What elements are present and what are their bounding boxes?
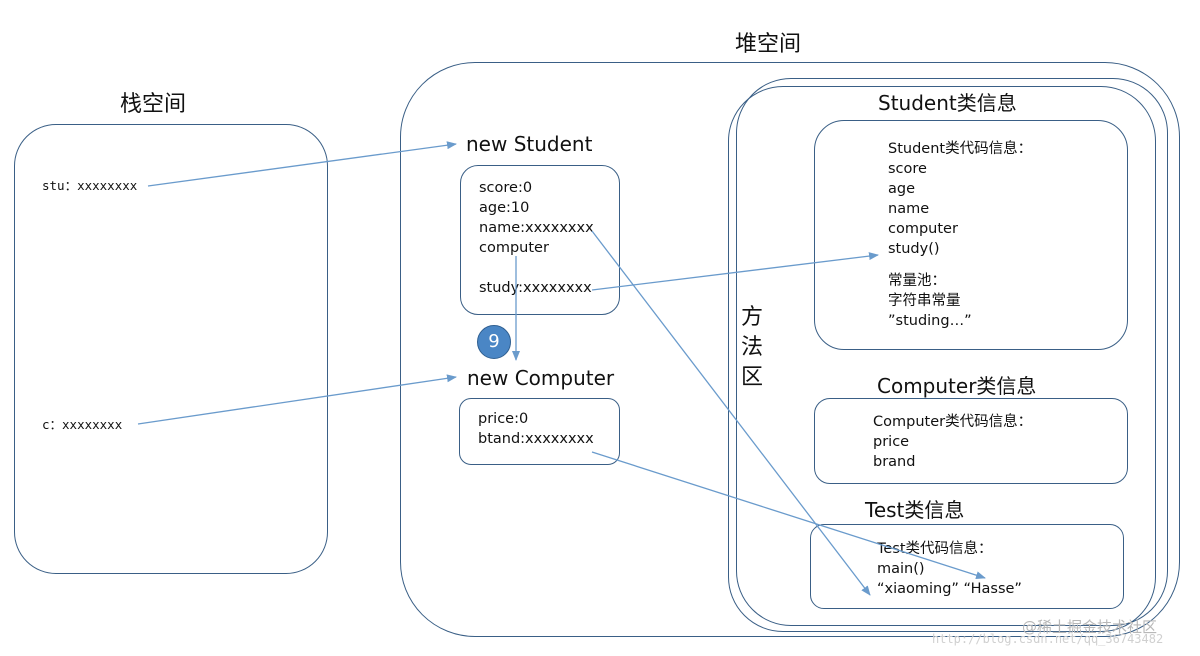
student-field-computer: computer xyxy=(479,240,549,256)
step-badge: 9 xyxy=(477,325,511,359)
student-field-study: study:xxxxxxxx xyxy=(479,280,592,296)
student-field-name: name:xxxxxxxx xyxy=(479,220,594,236)
computer-object-box: price:0 btand:xxxxxxxx xyxy=(459,398,620,465)
method-area-title-text: 方法区 xyxy=(740,305,763,390)
test-class-line-main: main() xyxy=(877,561,925,577)
student-class-line-computer: computer xyxy=(888,221,958,237)
student-class-line-strconst: 字符串常量 xyxy=(888,293,961,309)
test-class-line-header: Test类代码信息： xyxy=(877,541,993,557)
student-object-box: score:0 age:10 name:xxxxxxxx computer st… xyxy=(460,165,620,315)
student-class-line-studing: ”studing…” xyxy=(888,313,972,329)
computer-field-price: price:0 xyxy=(478,411,529,427)
computer-class-title: Computer类信息 xyxy=(877,374,1037,398)
student-class-box: Student类代码信息： score age name computer st… xyxy=(814,120,1128,350)
test-class-box: Test类代码信息： main() “xiaoming” “Hasse” xyxy=(810,524,1124,609)
test-class-line-strings: “xiaoming” “Hasse” xyxy=(877,581,1022,597)
student-class-line-age: age xyxy=(888,181,916,197)
student-field-score: score:0 xyxy=(479,180,533,196)
computer-class-line-header: Computer类代码信息： xyxy=(873,414,1033,430)
student-class-title: Student类信息 xyxy=(878,91,1017,115)
stack-var-stu: stu：xxxxxxxx xyxy=(42,178,138,193)
student-field-blank xyxy=(479,258,619,278)
test-class-title: Test类信息 xyxy=(865,498,965,522)
student-class-line-study: study() xyxy=(888,241,940,257)
student-field-age: age:10 xyxy=(479,200,530,216)
student-class-line-score: score xyxy=(888,161,927,177)
computer-class-line-price: price xyxy=(873,434,910,450)
computer-class-box: Computer类代码信息： price brand xyxy=(814,398,1128,484)
stack-container xyxy=(14,124,328,574)
student-class-line-name: name xyxy=(888,201,930,217)
heap-title: 堆空间 xyxy=(735,32,802,57)
computer-object-title: new Computer xyxy=(467,366,615,390)
method-area-title: 方法区 xyxy=(740,303,768,393)
computer-class-line-brand: brand xyxy=(873,454,916,470)
computer-field-brand: btand:xxxxxxxx xyxy=(478,431,594,447)
student-class-line-header: Student类代码信息： xyxy=(888,141,1033,157)
student-object-title: new Student xyxy=(466,132,593,156)
watermark-url: http://blog.csdn.net/qq_36743482 xyxy=(932,632,1164,646)
student-class-line-blank xyxy=(888,259,1127,271)
watermark: @稀土掘金技术社区 xyxy=(1022,618,1158,636)
stack-var-c: c：xxxxxxxx xyxy=(42,417,123,432)
stack-title: 栈空间 xyxy=(120,92,187,117)
student-class-line-pool: 常量池： xyxy=(888,273,946,289)
